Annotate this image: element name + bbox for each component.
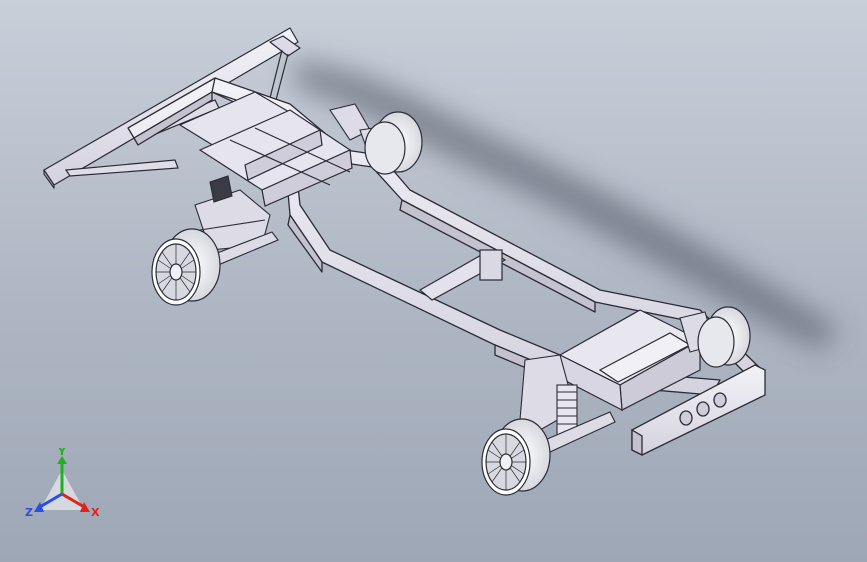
ground-shadow: [290, 60, 840, 350]
rear-bumper[interactable]: [631, 364, 766, 457]
z-axis-arrow: [37, 492, 63, 510]
mid-cross-member[interactable]: [418, 249, 507, 301]
wheel-rear-right[interactable]: [697, 306, 751, 368]
front-cross-members[interactable]: [178, 91, 353, 207]
front-suspension-left[interactable]: [194, 175, 279, 266]
coordinate-triad[interactable]: Y X Z: [22, 448, 102, 528]
wheel-front-right[interactable]: [364, 111, 423, 175]
rear-suspension-left[interactable]: [519, 354, 616, 453]
x-axis-label: X: [91, 506, 100, 519]
wheel-rear-left[interactable]: [481, 418, 551, 496]
x-axis-arrowhead: [80, 502, 90, 512]
z-axis-arrowhead: [34, 502, 44, 512]
y-axis-arrowhead: [57, 456, 67, 464]
y-axis-label: Y: [57, 448, 67, 458]
z-axis-label: Z: [25, 506, 33, 519]
rear-cross-members[interactable]: [558, 309, 702, 412]
wheel-front-left[interactable]: [151, 228, 221, 306]
x-axis-arrow: [61, 492, 87, 510]
